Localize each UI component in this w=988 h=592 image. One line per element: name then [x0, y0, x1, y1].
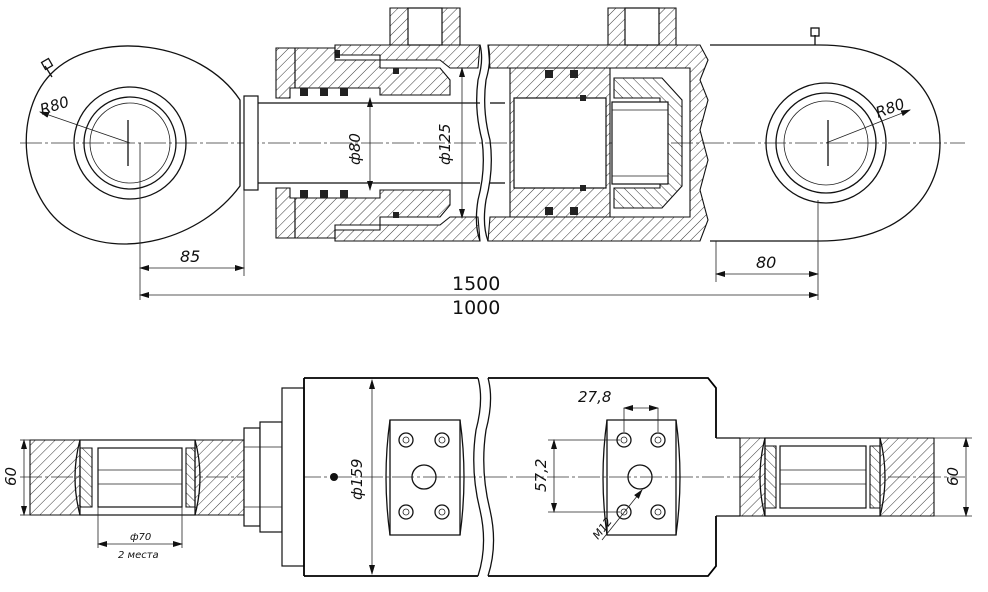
- piston-rod: [243, 95, 505, 191]
- gland-section: [275, 47, 451, 239]
- rod-diameter-label: ф80: [346, 133, 364, 165]
- dim-1500-label: 1500: [452, 273, 500, 295]
- left-eye-section: 60 ф70 2 места: [2, 439, 245, 561]
- right-eye-radius-label: R80: [873, 95, 907, 122]
- left-eye-radius-label: R80: [38, 93, 72, 119]
- dim-80-label: 80: [756, 253, 776, 272]
- port-flange-left: [385, 419, 465, 536]
- piston-section: [509, 67, 683, 218]
- bottom-view: 60 ф70 2 места ф159: [2, 377, 972, 577]
- dim-60-left-label: 60: [2, 467, 20, 486]
- left-rod-eye: R80: [25, 45, 241, 245]
- quantity-label: 2 места: [118, 550, 159, 561]
- tube-diameter-label: ф159: [348, 459, 366, 500]
- right-eye-section: 60: [716, 437, 972, 517]
- pin-diameter-label: ф70: [130, 532, 151, 543]
- dim-85-label: 85: [180, 247, 200, 266]
- top-view: R80: [20, 7, 965, 319]
- barrel-section: ф80 ф125: [334, 7, 709, 242]
- right-cap-eye: R80: [710, 27, 941, 242]
- rod-and-gland-outline: [243, 387, 338, 567]
- dim-60-right-label: 60: [944, 467, 962, 486]
- bore-diameter-label: ф125: [436, 124, 454, 165]
- tube-outline: ф159: [303, 377, 717, 577]
- dim-57-2-label: 57,2: [532, 459, 550, 492]
- top-dimensions: 85 80 1500 1000: [139, 143, 819, 319]
- port-flange-right: 27,8 57,2 M12: [532, 388, 681, 542]
- dim-27-8-label: 27,8: [578, 388, 611, 406]
- dim-1000-label: 1000: [452, 297, 500, 319]
